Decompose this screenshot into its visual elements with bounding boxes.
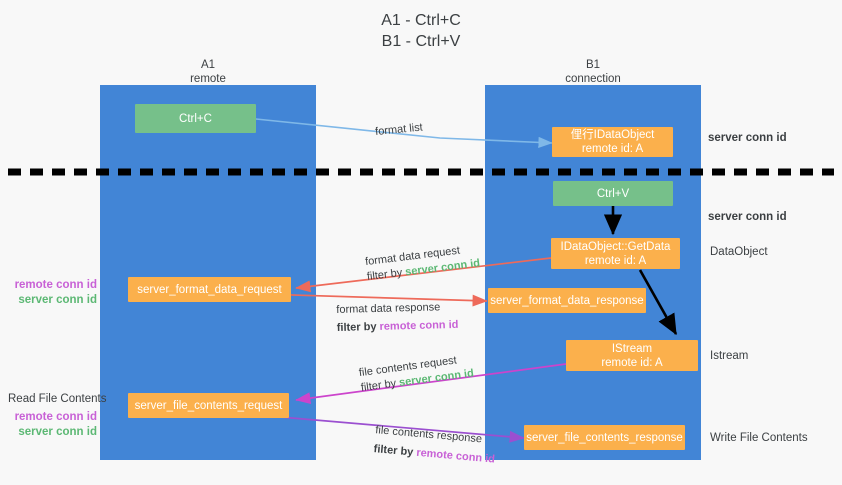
filter-by-text-3: filter by [360,377,397,395]
edge-label-format-list-text: format list [374,121,424,139]
title-line-1: A1 - Ctrl+C [381,12,461,29]
annotation-remote-conn-id-upper: remote conn id [14,279,97,291]
node-istream[interactable]: IStream remote id: A [566,340,698,371]
edge-label-format-data-response-text: format data response [336,301,441,317]
node-ctrl-v[interactable]: Ctrl+V [553,181,673,206]
title-line-2: B1 - Ctrl+V [381,33,461,50]
annotation-server-conn-id-top: server conn id [708,131,787,146]
node-ctrl-c[interactable]: Ctrl+C [135,104,256,133]
node-istream-title: IStream [611,342,653,355]
node-server-file-contents-request-label: server_file_contents_request [134,399,283,412]
column-header-b1: B1 connection [493,58,693,86]
node-ctrl-v-label: Ctrl+V [596,187,630,200]
column-name-b1: B1 [585,59,601,71]
arrow-file-contents-response [244,413,525,443]
annotation-server-conn-id-mid: server conn id [708,210,787,225]
edge-label-format-data-response-filter: filter by remote conn id [337,318,459,336]
node-idataobject-title: 俚行IDataObject [570,129,655,141]
arrow-getdata-istream [638,269,678,336]
annotation-remote-conn-id-lower: remote conn id [14,411,97,423]
node-server-file-contents-request[interactable]: server_file_contents_request [128,393,289,418]
remote-conn-id-text-1: remote conn id [379,318,459,333]
column-role-b1: connection [565,73,621,85]
annotation-write-file-contents: Write File Contents [710,431,808,446]
filter-by-text-1: filter by [366,266,403,284]
annotation-istream-text: Istream [710,350,749,362]
annotation-istream: Istream [710,349,748,364]
arrow-format-data-request [295,257,552,293]
node-getdata-title: IDataObject::GetData [560,240,671,253]
node-server-format-data-response-label: server_format_data_response [490,294,644,307]
edge-label-format-data-response: format data response filter by remote co… [336,300,458,336]
node-server-file-contents-response[interactable]: server_file_contents_response [524,425,685,450]
node-server-format-data-response[interactable]: server_format_data_response [488,288,646,313]
annotation-server-conn-id-upper: server conn id [18,294,97,306]
annotation-server-conn-id-mid-text: server conn id [708,211,787,223]
node-server-format-data-request[interactable]: server_format_data_request [128,277,291,302]
node-idataobject-subtitle: remote id: A [581,143,644,155]
node-server-file-contents-response-label: server_file_contents_response [526,431,683,444]
filter-by-text-4: filter by [373,443,414,459]
filter-by-text-2: filter by [336,320,377,335]
annotation-read-file-contents-text: Read File Contents [8,393,107,405]
node-getdata-subtitle: remote id: A [584,254,647,267]
annotation-server-conn-id-top-text: server conn id [708,132,787,144]
arrow-format-list [255,118,553,148]
annotation-conn-pair-upper: remote conn id server conn id [0,278,97,308]
node-server-format-data-request-label: server_format_data_request [137,283,282,296]
annotation-dataobject: DataObject [710,245,768,260]
column-header-a1: A1 remote [108,58,308,86]
node-getdata[interactable]: IDataObject::GetData remote id: A [551,238,680,269]
arrow-file-contents-request [295,363,567,404]
annotation-write-file-contents-text: Write File Contents [710,432,808,444]
annotation-read-file-contents: Read File Contents [8,392,106,407]
annotation-conn-pair-lower: remote conn id server conn id [0,410,97,440]
column-name-a1: A1 [200,59,216,71]
node-idataobject[interactable]: 俚行IDataObject remote id: A [552,127,673,157]
node-istream-subtitle: remote id: A [601,356,663,369]
annotation-server-conn-id-lower: server conn id [18,426,97,438]
annotation-dataobject-text: DataObject [710,246,768,258]
column-role-a1: remote [190,73,226,85]
page-title: A1 - Ctrl+C B1 - Ctrl+V [0,10,842,52]
node-ctrl-c-label: Ctrl+C [179,112,212,125]
